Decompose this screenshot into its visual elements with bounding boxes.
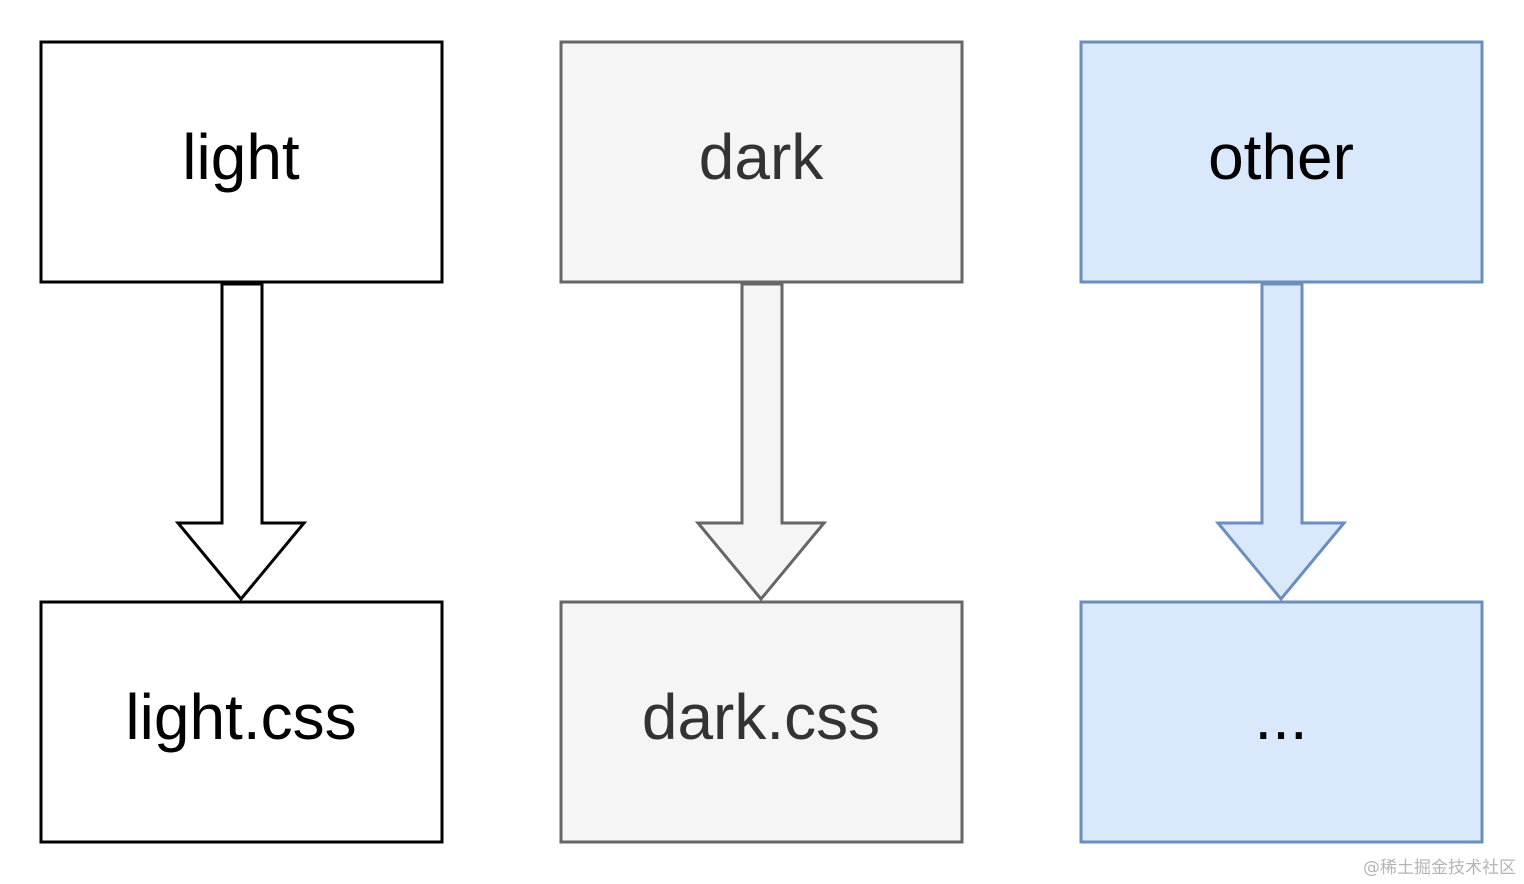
- dark-css-node-label: dark.css: [642, 681, 880, 753]
- other-target-node-label: ...: [1254, 681, 1307, 753]
- light-node-label: light: [182, 121, 300, 193]
- dark-node: [559, 40, 964, 284]
- watermark: @稀土掘金技术社区: [1363, 858, 1516, 878]
- light-css-node-label: light.css: [125, 681, 356, 753]
- other-node: [1079, 40, 1484, 284]
- dark-arrow: [694, 282, 828, 602]
- column-light: light light.css: [39, 40, 444, 844]
- light-css-node: [39, 600, 444, 844]
- dark-node-label: dark: [699, 121, 825, 193]
- column-other: other ...: [1079, 40, 1484, 844]
- light-arrow: [174, 282, 308, 602]
- dark-css-node: [559, 600, 964, 844]
- other-target-node: [1079, 600, 1484, 844]
- other-node-label: other: [1208, 121, 1354, 193]
- light-node: [39, 40, 444, 284]
- other-arrow: [1214, 282, 1348, 602]
- column-dark: dark dark.css: [559, 40, 964, 844]
